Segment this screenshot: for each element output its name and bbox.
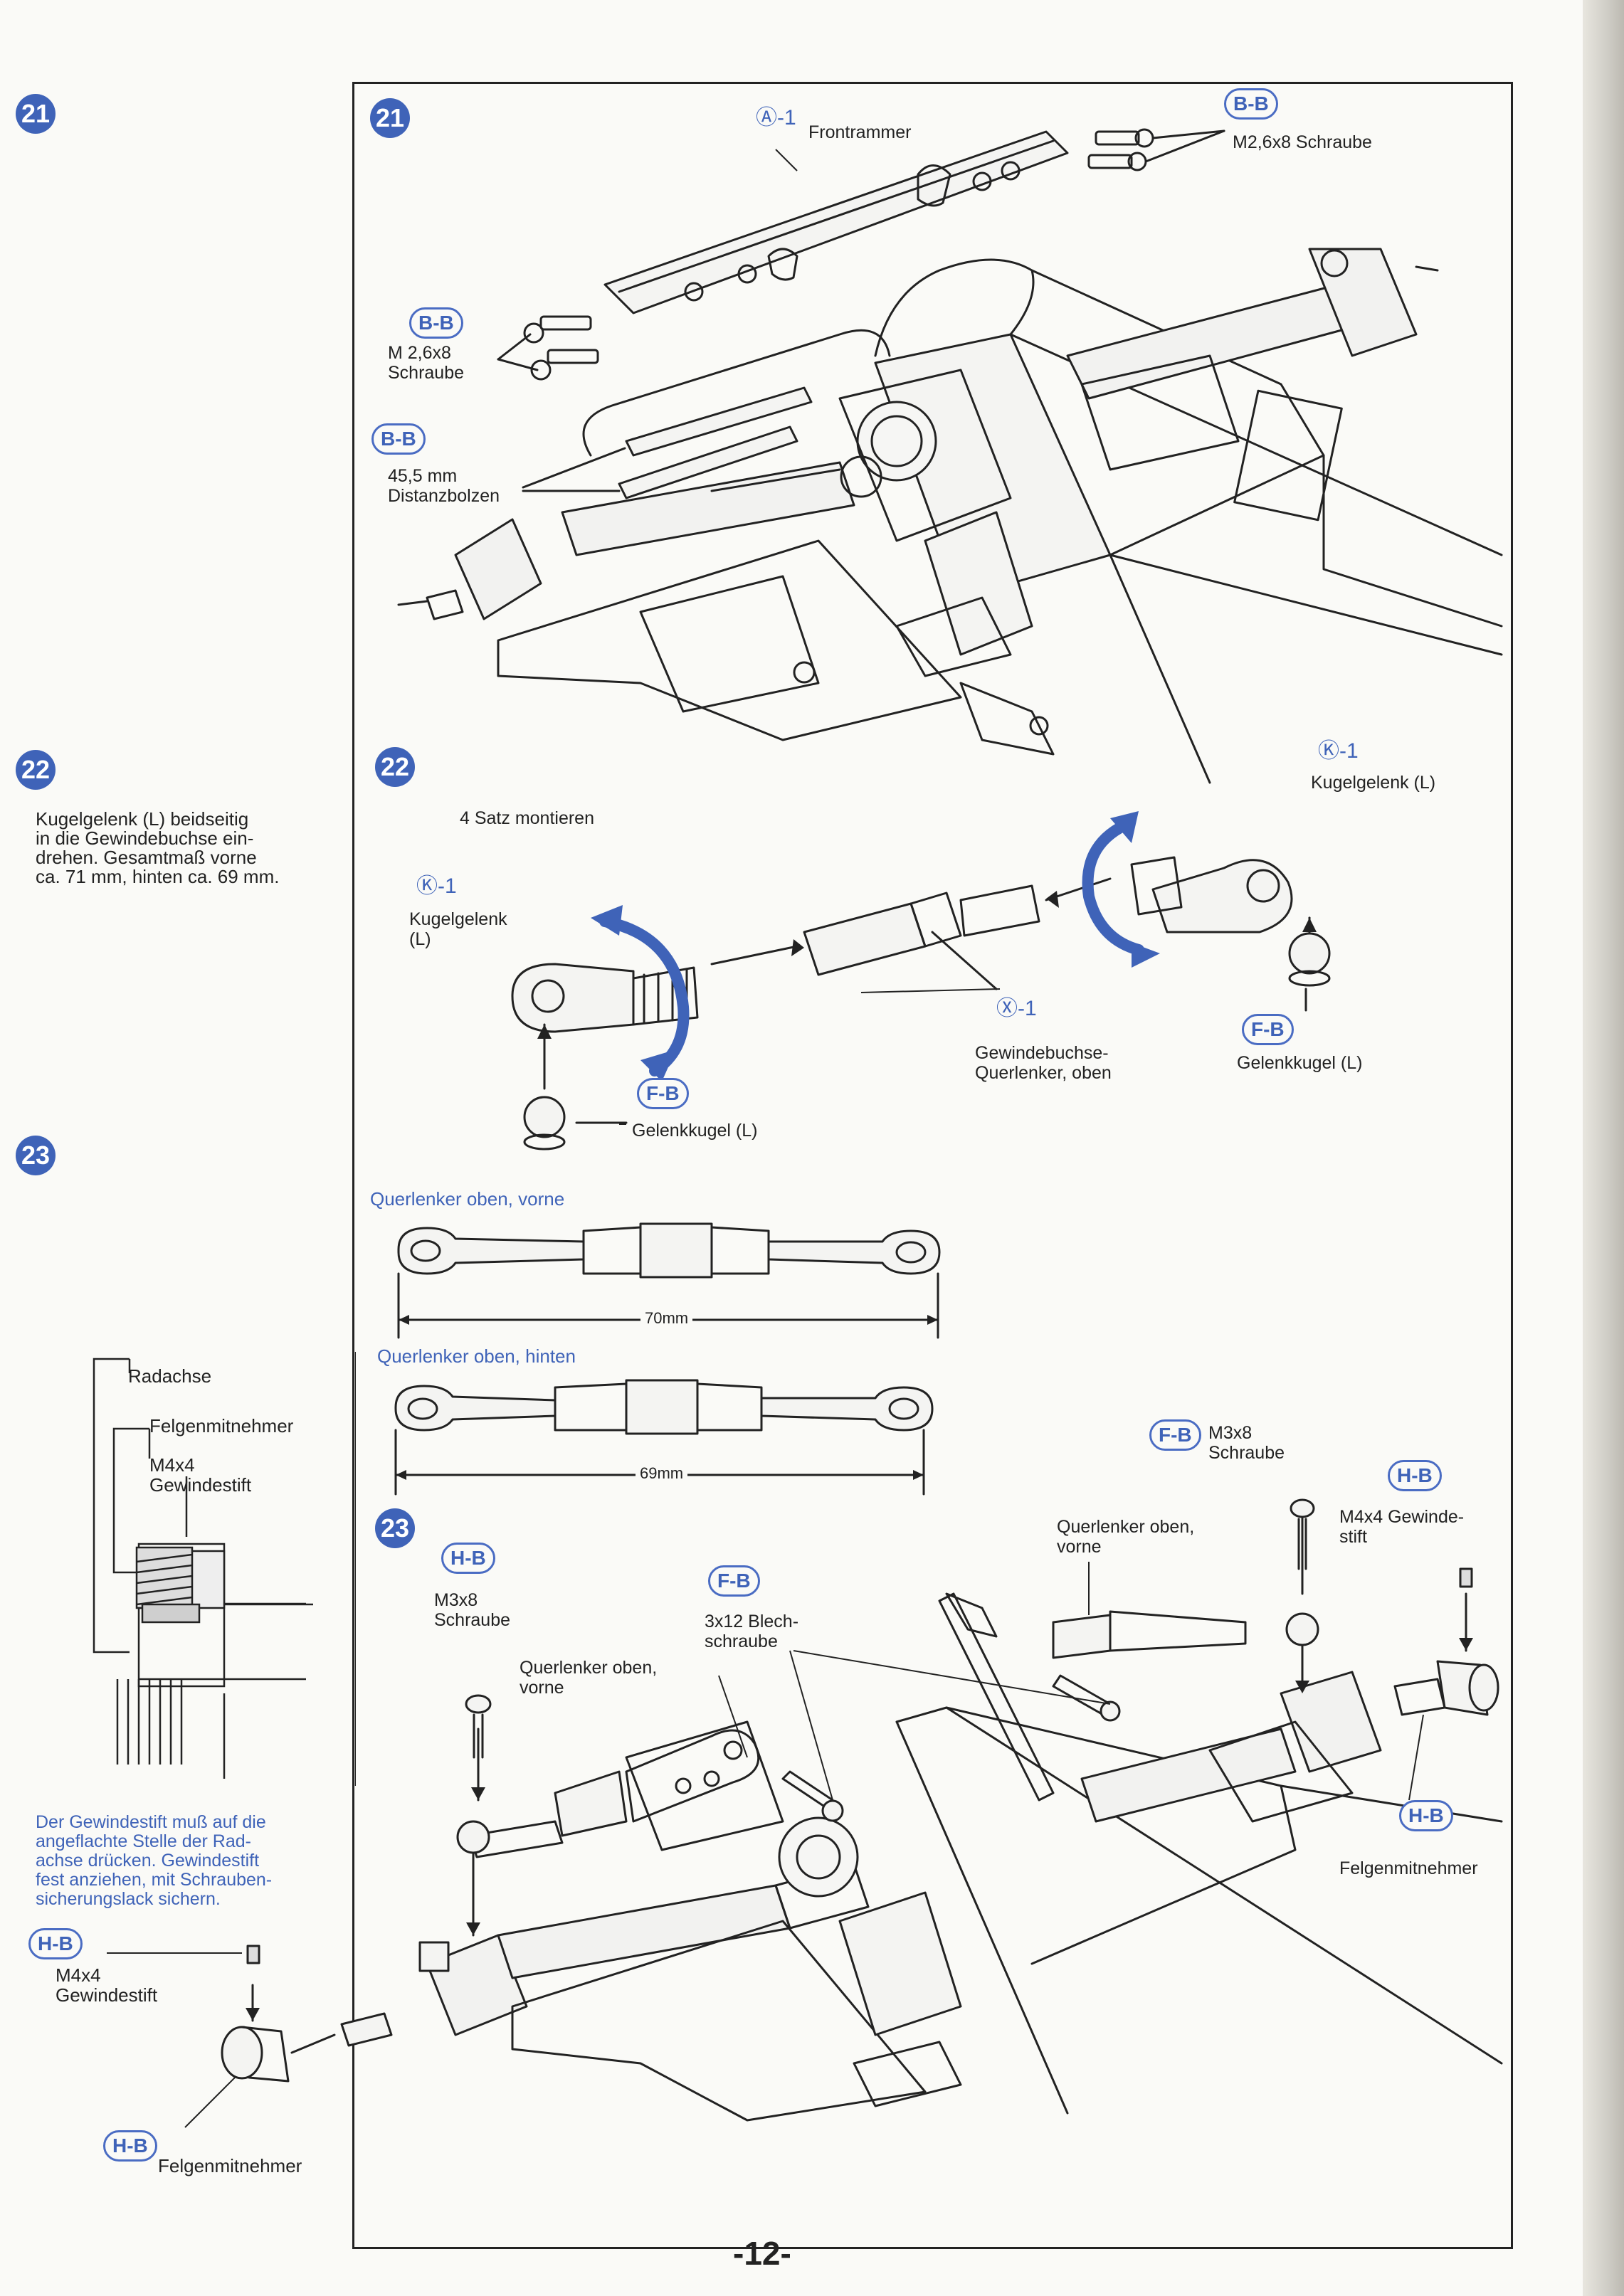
step-number: 23	[380, 1513, 410, 1543]
screw-m26x8-label-left: M 2,6x8 Schraube	[388, 343, 464, 383]
set-screw-note: Der Gewindestift muß auf die angeflachte…	[36, 1813, 272, 1909]
part-code-fb-right-23: F-B	[1149, 1419, 1201, 1451]
sidebar-step-23-badge: 23	[16, 1136, 56, 1175]
kugelgelenk-right-label: Kugelgelenk (L)	[1311, 773, 1436, 793]
text-line: Kugelgelenk (L) beidseitig	[36, 808, 249, 830]
spacer-label: 45,5 mm Distanzbolzen	[388, 466, 500, 506]
rear-arm-title: Querlenker oben, hinten	[377, 1345, 576, 1367]
part-code-bb-left: B-B	[409, 307, 463, 339]
axle-cutaway-drawing	[93, 1352, 356, 1786]
text-line: Gewindestift	[56, 1984, 158, 2006]
text-line: achse drücken. Gewindestift	[36, 1851, 260, 1871]
part-code-hb-sidebar-2: H-B	[103, 2130, 157, 2162]
part-code-hb-right-2: H-B	[1399, 1800, 1453, 1831]
front-arm-dimension: 70mm	[640, 1309, 693, 1328]
part-code-hb-left: H-B	[441, 1543, 495, 1574]
part-ref-a1: Ⓐ-1	[756, 106, 796, 129]
assembly-panel	[352, 82, 1513, 2249]
m3x8-left-label: M3x8 Schraube	[434, 1590, 510, 1630]
text-line: Querlenker oben,	[1057, 1517, 1195, 1537]
m3x8-right-label: M3x8 Schraube	[1208, 1423, 1285, 1463]
part-code-bb-spacer: B-B	[371, 423, 426, 455]
text-line: Gewindestift	[149, 1474, 252, 1496]
text-line: vorne	[520, 1678, 564, 1698]
step-number: 22	[21, 755, 51, 784]
text-line: fest anziehen, mit Schrauben-	[36, 1870, 273, 1890]
text-line: Gewindebuchse-	[975, 1043, 1109, 1063]
blechschraube-label: 3x12 Blech- schraube	[705, 1612, 798, 1651]
text-line: angeflachte Stelle der Rad-	[36, 1831, 251, 1851]
text-line: Distanzbolzen	[388, 486, 500, 506]
text-line: M4x4	[149, 1454, 195, 1476]
part-code-fb-right: F-B	[1242, 1014, 1294, 1045]
step-number: 21	[21, 99, 51, 128]
text-line: Querlenker, oben	[975, 1063, 1112, 1083]
sidebar-felgenmitnehmer-label: Felgenmitnehmer	[158, 2155, 302, 2176]
step-23-badge: 23	[375, 1508, 415, 1548]
step-22-badge: 22	[375, 747, 415, 787]
radachse-label: Radachse	[128, 1365, 212, 1387]
step22-instruction-text: Kugelgelenk (L) beidseitig in die Gewind…	[36, 810, 279, 887]
part-code-fb-mid: F-B	[708, 1565, 760, 1597]
gewindebuchse-label: Gewindebuchse- Querlenker, oben	[975, 1043, 1112, 1083]
sidebar-step-21-badge: 21	[16, 94, 56, 134]
text-line: (L)	[409, 929, 431, 949]
kugelgelenk-left-label: Kugelgelenk (L)	[409, 909, 507, 949]
text-line: drehen. Gesamtmaß vorne	[36, 847, 257, 868]
text-line: Querlenker oben,	[520, 1658, 658, 1678]
step-number: 22	[380, 752, 410, 781]
text-line: sicherungslack sichern.	[36, 1889, 221, 1909]
felgenmitnehmer-right-label: Felgenmitnehmer	[1339, 1858, 1478, 1878]
text-line: Schraube	[388, 363, 465, 383]
text-line: Schraube	[1208, 1443, 1285, 1463]
part-code-hb-right: H-B	[1388, 1460, 1442, 1491]
querlenker-right-label: Querlenker oben, vorne	[1057, 1517, 1194, 1557]
part-code-fb-left: F-B	[637, 1078, 689, 1109]
part-ref-k1-left: Ⓚ-1	[416, 874, 457, 898]
step22-assembly-instruction: 4 Satz montieren	[460, 808, 594, 828]
text-line: ca. 71 mm, hinten ca. 69 mm.	[36, 866, 280, 887]
screw-m26x8-label-top: M2,6x8 Schraube	[1233, 132, 1372, 152]
text-line: M 2,6x8	[388, 343, 451, 363]
sidebar-step-22-badge: 22	[16, 750, 56, 790]
rear-arm-dimension: 69mm	[636, 1464, 688, 1483]
set-screw-label: M4x4 Gewindestift	[149, 1455, 251, 1495]
text-line: Der Gewindestift muß auf die	[36, 1812, 266, 1832]
m4x4-right-label: M4x4 Gewinde- stift	[1339, 1507, 1464, 1547]
text-line: 45,5 mm	[388, 466, 458, 486]
part-code-bb-top: B-B	[1224, 88, 1278, 120]
step-21-badge: 21	[370, 98, 410, 138]
step-number: 23	[21, 1141, 51, 1170]
gelenkkugel-left-label: Gelenkkugel (L)	[632, 1121, 758, 1141]
text-line: in die Gewindebuchse ein-	[36, 827, 254, 849]
text-line: stift	[1339, 1527, 1367, 1547]
sidebar-set-screw-label: M4x4 Gewindestift	[56, 1965, 157, 2005]
text-line: M3x8	[1208, 1423, 1253, 1443]
gelenkkugel-right-label: Gelenkkugel (L)	[1237, 1053, 1363, 1073]
text-line: schraube	[705, 1631, 778, 1651]
text-line: Schraube	[434, 1610, 511, 1630]
text-line: M3x8	[434, 1590, 478, 1610]
text-line: Kugelgelenk	[409, 909, 507, 929]
text-line: vorne	[1057, 1537, 1102, 1557]
frontrammer-label: Frontrammer	[808, 122, 912, 142]
part-ref-x1: Ⓧ-1	[996, 997, 1037, 1020]
text-line: M4x4	[56, 1964, 101, 1986]
page-binding-edge	[1583, 0, 1624, 2296]
part-ref-k1-right: Ⓚ-1	[1318, 739, 1359, 763]
text-line: 3x12 Blech-	[705, 1612, 799, 1631]
felgenmitnehmer-label: Felgenmitnehmer	[149, 1415, 294, 1437]
page-number: -12-	[733, 2235, 791, 2272]
step-number: 21	[375, 103, 405, 132]
front-arm-title: Querlenker oben, vorne	[370, 1188, 565, 1210]
querlenker-left-label: Querlenker oben, vorne	[520, 1658, 657, 1698]
text-line: M4x4 Gewinde-	[1339, 1507, 1465, 1527]
part-code-hb-sidebar: H-B	[28, 1928, 83, 1959]
